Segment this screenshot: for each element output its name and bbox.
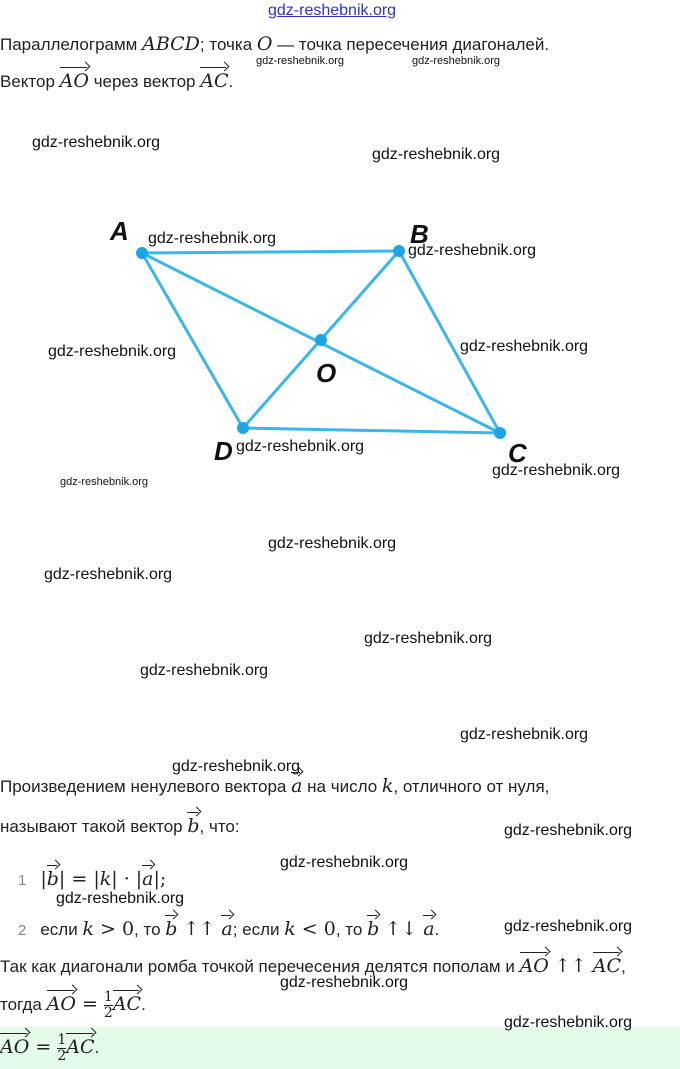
point-d bbox=[237, 422, 249, 434]
side-cd bbox=[242, 426, 501, 435]
watermark: gdz-reshebnik.org bbox=[364, 630, 493, 647]
point-c bbox=[494, 427, 506, 439]
label-o: O bbox=[316, 358, 336, 388]
watermark: gdz-reshebnik.org bbox=[60, 476, 149, 488]
problem-line-1: Параллелограмм ABCD; точка O — точка пер… bbox=[0, 33, 550, 55]
side-ab bbox=[141, 249, 400, 255]
watermark: gdz-reshebnik.org bbox=[56, 890, 185, 907]
theory-line-1: Произведением ненулевого вектора a на чи… bbox=[0, 772, 550, 797]
theory-line-2: называют такой вектор b, что: bbox=[0, 812, 240, 837]
watermark: gdz-reshebnik.org bbox=[172, 758, 301, 775]
label-a: A bbox=[109, 216, 129, 246]
label-d: D bbox=[214, 436, 233, 466]
watermark: gdz-reshebnik.org bbox=[460, 338, 589, 355]
watermark: gdz-reshebnik.org bbox=[504, 822, 633, 839]
watermark: gdz-reshebnik.org bbox=[408, 242, 537, 259]
point-b bbox=[393, 245, 405, 257]
watermark: gdz-reshebnik.org bbox=[504, 918, 633, 935]
watermark: gdz-reshebnik.org bbox=[372, 146, 501, 163]
label-b: B bbox=[410, 219, 429, 249]
watermark: gdz-reshebnik.org bbox=[492, 462, 621, 479]
watermark: gdz-reshebnik.org bbox=[236, 438, 365, 455]
answer-box bbox=[0, 1027, 680, 1069]
watermark: gdz-reshebnik.org bbox=[48, 343, 177, 360]
watermark: gdz-reshebnik.org bbox=[256, 55, 345, 67]
watermark: gdz-reshebnik.org bbox=[32, 134, 161, 151]
watermark: gdz-reshebnik.org bbox=[140, 662, 269, 679]
parallelogram-diagram: A B C D O bbox=[109, 216, 528, 468]
watermark: gdz-reshebnik.org bbox=[148, 230, 277, 247]
problem-line-2: Вектор AO через вектор AC. bbox=[0, 67, 234, 92]
watermark: gdz-reshebnik.org bbox=[268, 535, 397, 552]
solution-line-1: Так как диагонали ромба точкой перечесен… bbox=[0, 952, 626, 977]
watermark: gdz-reshebnik.org bbox=[460, 726, 589, 743]
side-bc bbox=[397, 250, 502, 434]
point-o bbox=[315, 334, 327, 346]
watermark: gdz-reshebnik.org bbox=[44, 566, 173, 583]
watermark: gdz-reshebnik.org bbox=[504, 1014, 633, 1031]
watermark: gdz-reshebnik.org bbox=[280, 974, 409, 991]
watermark: gdz-reshebnik.org bbox=[412, 55, 501, 67]
side-da bbox=[140, 252, 245, 429]
site-link[interactable]: gdz-reshebnik.org bbox=[268, 2, 397, 19]
list-item-1: 1|b| = |k| · |a|; bbox=[18, 865, 167, 890]
label-c: C bbox=[508, 438, 528, 468]
point-a bbox=[136, 247, 148, 259]
watermark: gdz-reshebnik.org bbox=[280, 854, 409, 871]
